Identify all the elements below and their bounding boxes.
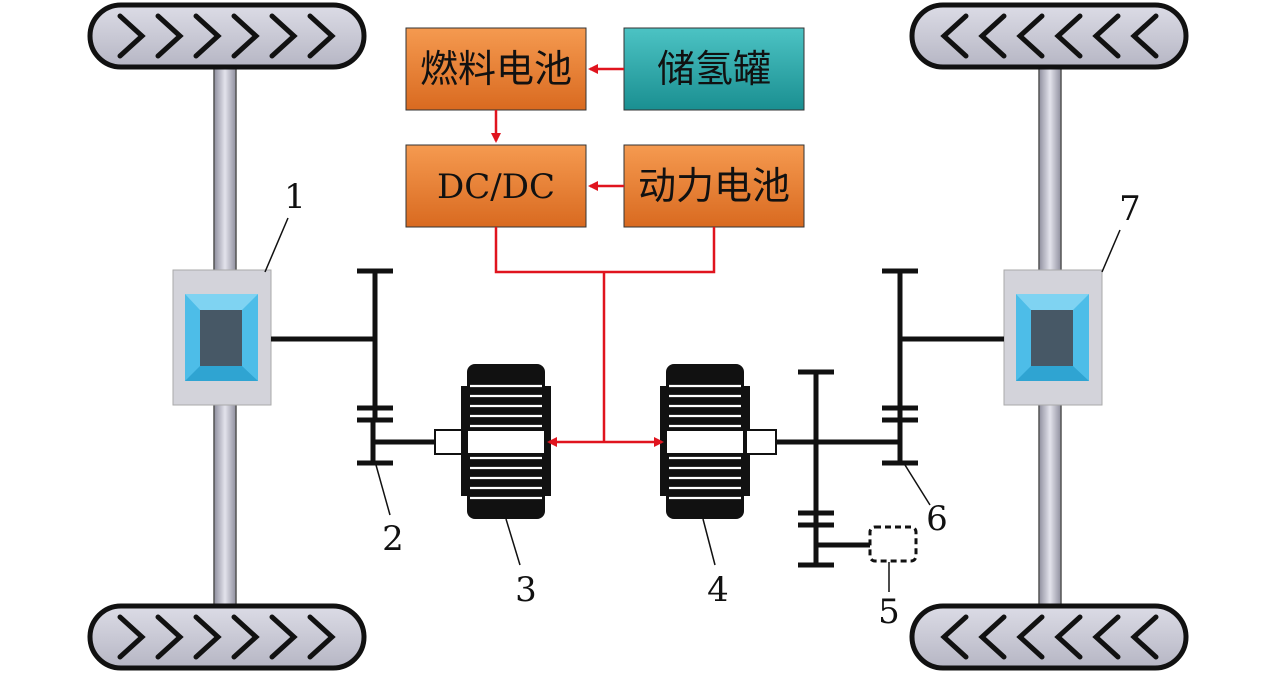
fuel-cell-block: 燃料电池 — [405, 27, 587, 111]
dcdc-block: DC/DC — [405, 144, 587, 228]
shaft-coupling-right — [745, 429, 777, 455]
gear-train-right — [776, 268, 1004, 568]
tire-bottom-right — [909, 603, 1189, 671]
hydrogen-tank-label: 储氢罐 — [657, 47, 771, 91]
fuel-cell-label: 燃料电池 — [420, 47, 572, 91]
hydrogen-tank-block: 储氢罐 — [623, 27, 805, 111]
power-battery-label: 动力电池 — [638, 164, 790, 208]
dcdc-label: DC/DC — [437, 167, 555, 207]
shaft-coupling-left — [434, 429, 466, 455]
label-6: 6 — [926, 499, 948, 539]
bus-wire — [494, 227, 716, 274]
label-1: 1 — [284, 177, 306, 217]
tire-top-right — [909, 2, 1189, 70]
motor-right — [660, 364, 750, 519]
motor-left — [461, 364, 551, 519]
differential-right — [1003, 269, 1103, 406]
power-battery-block: 动力电池 — [623, 144, 805, 228]
leader-lines — [264, 217, 1121, 592]
differential-left — [172, 269, 272, 406]
label-2: 2 — [382, 519, 404, 559]
label-3: 3 — [515, 570, 537, 610]
label-7: 7 — [1119, 189, 1141, 229]
gear-train-left — [271, 268, 435, 466]
tire-top-left — [87, 2, 367, 70]
auxiliary-unit-dashed-box — [868, 525, 918, 563]
power-flow-wires — [491, 64, 716, 447]
label-4: 4 — [707, 570, 729, 610]
tire-bottom-left — [87, 603, 367, 671]
label-5: 5 — [878, 592, 900, 632]
